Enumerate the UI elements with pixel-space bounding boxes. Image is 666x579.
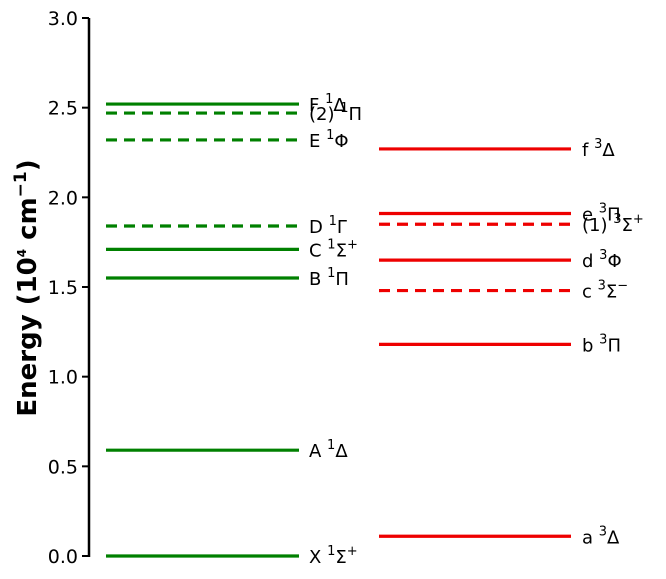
energy-level-label: D 1Γ xyxy=(309,214,347,238)
y-tick-label: 0.5 xyxy=(48,456,78,478)
energy-level-label: X 1Σ+ xyxy=(309,544,358,568)
energy-level-label: F 1Δ xyxy=(309,92,346,116)
y-tick-label: 0.0 xyxy=(48,546,78,568)
energy-levels: F 1Δ(2) 1Π E 1Φ D 1ΓC 1Σ+ B 1Π A 1Δ X 1Σ+ f 3Δ… xyxy=(106,92,644,568)
energy-level-label: A 1Δ xyxy=(309,438,348,462)
energy-level-label: f 3Δ xyxy=(582,137,615,161)
y-tick-label: 1.5 xyxy=(48,277,78,299)
energy-level-label: e 3Π xyxy=(582,201,621,225)
energy-level-label: c 3Σ− xyxy=(582,279,628,303)
y-axis-label: Energy (104 cm−1) xyxy=(11,159,43,416)
energy-level-label: b 3Π xyxy=(582,332,621,356)
energy-level-label: E 1Φ xyxy=(309,128,349,152)
y-tick-label: 2.5 xyxy=(48,98,78,120)
energy-level-label: B 1Π xyxy=(309,266,349,290)
y-axis: 0.0 0.5 1.0 1.5 2.0 2.5 3.0 xyxy=(48,8,91,568)
energy-level-label: (2) 1Π xyxy=(309,101,362,125)
energy-level-label: (1) 3Σ+ xyxy=(582,212,644,236)
energy-level-label: d 3Φ xyxy=(582,248,622,272)
energy-level-label: C 1Σ+ xyxy=(309,237,358,261)
y-tick-label: 2.0 xyxy=(48,187,78,209)
energy-level-label: a 3Δ xyxy=(582,524,620,548)
y-tick-label: 3.0 xyxy=(48,8,78,30)
y-tick-label: 1.0 xyxy=(48,367,78,389)
